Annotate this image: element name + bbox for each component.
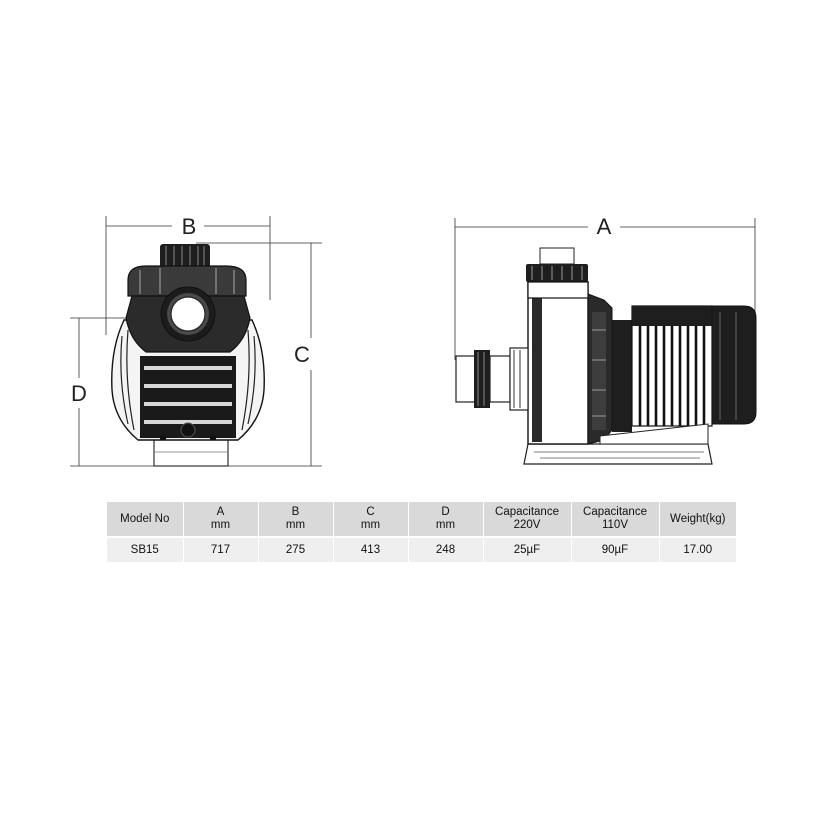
table-header-row: Model No A mm B mm C mm D mm Capacitance…: [107, 502, 736, 537]
header-b: B mm: [258, 502, 334, 537]
cell-b: 275: [258, 536, 334, 562]
dimension-d-label: D: [71, 381, 87, 406]
pump-side-view: [455, 247, 757, 465]
dimension-c-label: C: [294, 342, 310, 367]
header-capacitance-220v: Capacitance 220V: [483, 502, 572, 537]
pump-front-view: [111, 244, 265, 467]
dimension-c-lines: [196, 242, 322, 467]
specification-table: Model No A mm B mm C mm D mm Capacitance…: [107, 502, 736, 562]
cell-c: 413: [333, 536, 409, 562]
table-row: SB15 717 275 413 248 25µF 90µF 17.00: [107, 536, 736, 562]
cell-d: 248: [408, 536, 484, 562]
dimension-b-label: B: [182, 214, 197, 239]
header-c: C mm: [333, 502, 409, 537]
cell-model-no: SB15: [107, 536, 184, 562]
dimension-b-lines: [105, 216, 271, 335]
dimension-a-label: A: [597, 214, 612, 239]
header-a: A mm: [183, 502, 259, 537]
cell-a: 717: [183, 536, 259, 562]
header-capacitance-110v: Capacitance 110V: [571, 502, 660, 537]
cell-capacitance-220v: 25µF: [483, 536, 572, 562]
dimension-a-lines: [454, 218, 756, 360]
header-model-no: Model No: [107, 502, 184, 537]
header-d: D mm: [408, 502, 484, 537]
header-weight: Weight(kg): [659, 502, 736, 537]
cell-capacitance-110v: 90µF: [571, 536, 660, 562]
cell-weight: 17.00: [659, 536, 736, 562]
